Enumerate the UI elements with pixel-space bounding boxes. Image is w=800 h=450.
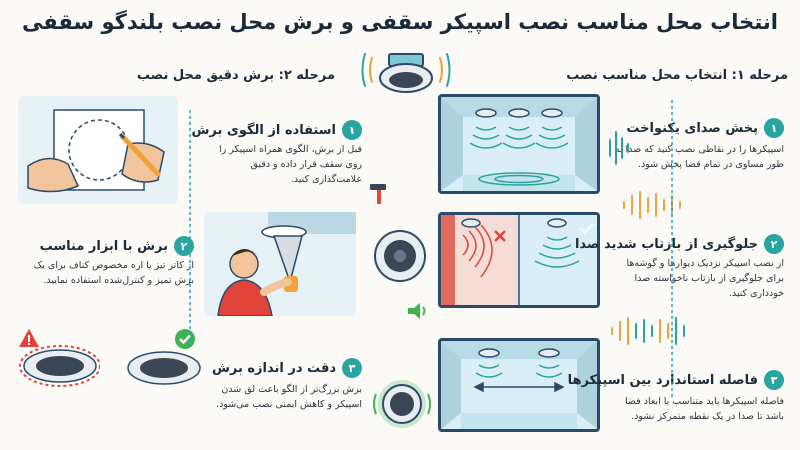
stage2-step2-text: از کاتر تیز یا اره مخصوص کناف برای یک بر… — [33, 260, 194, 286]
template-marking-illustration — [18, 96, 178, 204]
step-number-badge: ۱ — [764, 118, 784, 138]
room-reflection-avoidance — [438, 212, 600, 308]
stage2-connector — [180, 110, 200, 350]
stage2-step3-text: برش بزرگ‌تر از الگو باعث لق شدن اسپیکر و… — [216, 384, 362, 410]
stage2-heading: مرحله ۲: برش دقیق محل نصب — [136, 68, 335, 83]
cutting-illustration — [204, 212, 356, 316]
ceiling-speaker-icon — [356, 48, 456, 114]
stage2-step3-title: ۳ دقت در اندازه برش — [212, 358, 362, 378]
stage1-step1-title: ۱ پخش صدای یکنواخت — [626, 118, 784, 138]
warning-icon — [18, 328, 40, 348]
round-speaker-icon — [372, 374, 432, 434]
step-number-badge: ۱ — [342, 120, 362, 140]
stage2-step1-title: ۱ استفاده از الگوی برش — [191, 120, 362, 140]
correct-cut-illustration — [120, 336, 210, 392]
wrong-cut-illustration — [14, 330, 100, 390]
stage1-step3-text: فاصله اسپیکرها باید متناسب با ابعاد فضا … — [625, 396, 784, 422]
stage1-heading: مرحله ۱: انتخاب محل مناسب نصب — [566, 68, 788, 83]
stage2-step2-title: ۲ برش با ابزار مناسب — [40, 236, 194, 256]
stage1-step2-text: از نصب اسپیکر نزدیک دیوارها و گوشه‌ها بر… — [626, 258, 784, 299]
sound-wave-icon — [606, 118, 630, 178]
pencil-icon — [118, 132, 161, 177]
step-number-badge: ۲ — [174, 236, 194, 256]
stage1-step3-title: ۳ فاصله استاندارد بین اسپیکرها — [568, 370, 784, 390]
speaker-volume-icon — [406, 300, 430, 322]
stage1-step1-text: اسپیکرها را در نقاطی نصب کنید که صدا به … — [614, 144, 784, 170]
step-number-badge: ۲ — [764, 234, 784, 254]
room-speaker-spacing — [438, 338, 600, 432]
stage1-connector — [660, 100, 684, 400]
step-number-badge: ۳ — [342, 358, 362, 378]
round-speaker-icon — [372, 228, 428, 284]
step-number-badge: ۳ — [764, 370, 784, 390]
room-even-distribution — [438, 94, 600, 194]
sound-wave-icon — [606, 316, 696, 346]
hammer-icon — [366, 180, 392, 206]
page-title: انتخاب محل مناسب نصب اسپیکر سقفی و برش م… — [22, 10, 778, 34]
stage1-step2-title: ۲ جلوگیری از بازتاب شدید صدا — [575, 234, 784, 254]
stage2-step1-text: قبل از برش، الگوی همراه اسپیکر را روی سق… — [218, 144, 362, 185]
